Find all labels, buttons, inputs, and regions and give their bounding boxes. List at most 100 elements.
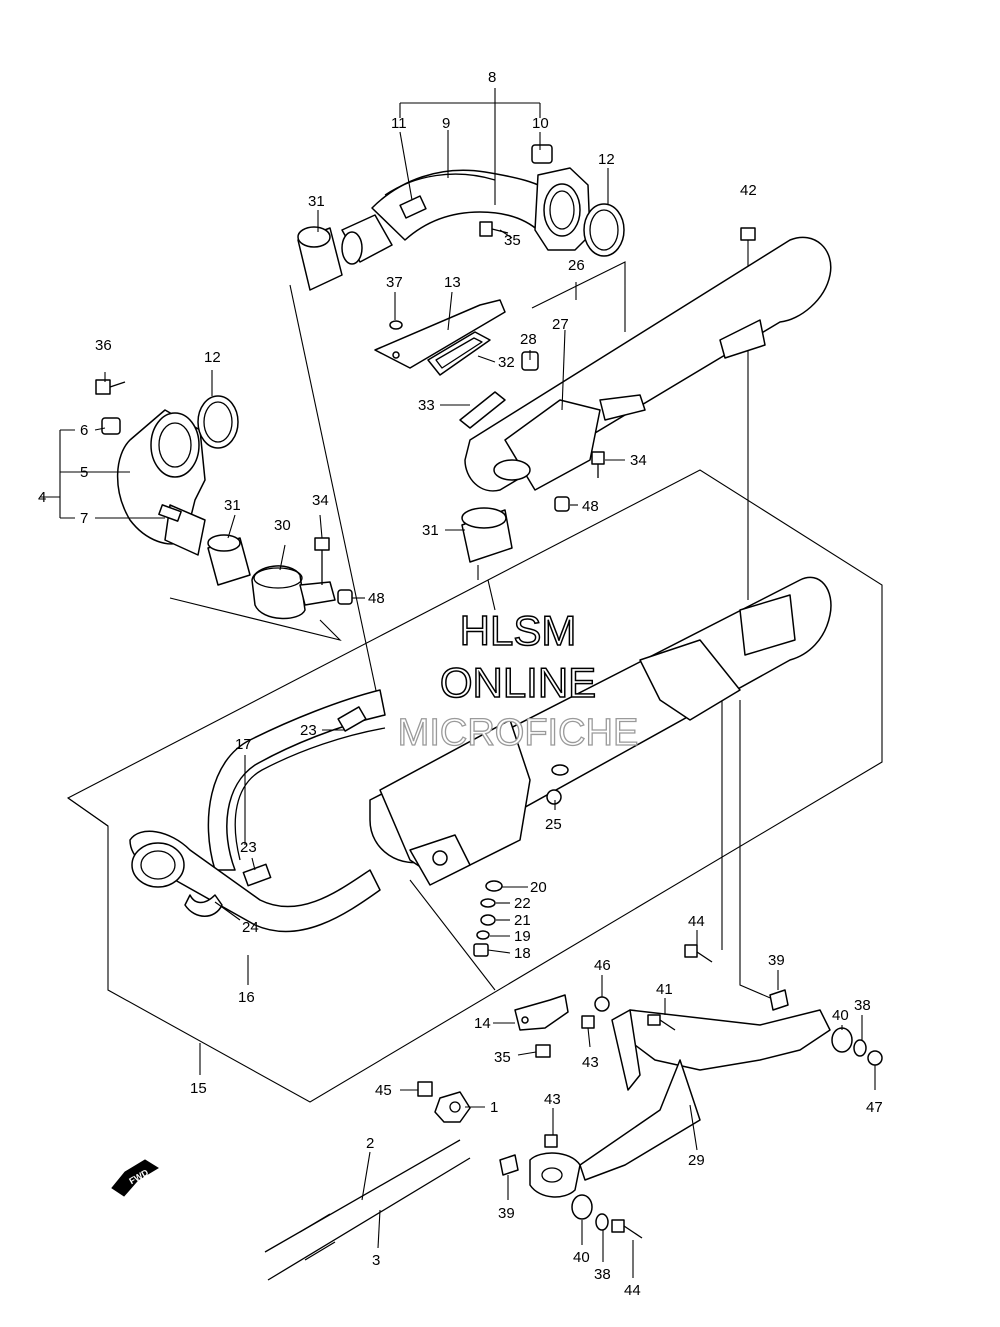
leader-31-left [227,514,236,539]
bolt-42-head [740,227,756,241]
callout-41: 41 [656,981,673,998]
watermark: HLSM ONLINE MICROFICHE [397,606,639,754]
callout-23-lower: 23 [240,839,257,856]
leader-2 [361,1151,371,1201]
cable-fittings [299,1213,336,1261]
callout-8: 8 [488,69,496,86]
muffler-main [369,576,832,881]
muffler-main-end [739,594,796,656]
cap-6 [101,417,121,435]
gasket-33 [459,391,506,429]
callout-44-lower: 44 [624,1282,641,1299]
callout-1: 1 [490,1099,498,1116]
leader-6 [94,427,106,431]
clamp-30-top [253,567,303,589]
cushion-40-lower [571,1194,593,1220]
callout-30: 30 [274,517,291,534]
bracket-14-body [514,994,569,1031]
bolt-35-upper-shank [491,228,509,234]
connector-31-left [207,534,251,586]
callout-34-right: 34 [630,452,647,469]
muffler-upper [464,236,832,492]
bolt-44-upper-shank [696,951,713,963]
exhaust-pipe-17-inner [234,727,386,861]
heat-shield-13 [374,299,506,369]
callout-9: 9 [442,115,450,132]
cushion-25 [546,789,562,805]
callout-11: 11 [391,115,407,132]
bracket-14 [514,994,569,1031]
bolt-35-lower-head [535,1044,551,1058]
bolt-41-head [647,1014,661,1026]
bolt-36-head [95,379,111,395]
callout-17: 17 [235,736,252,753]
callout-5: 5 [80,464,88,481]
callout-4: 4 [38,489,46,506]
callout-35-lower: 35 [494,1049,511,1066]
callout-10: 10 [532,115,549,132]
leader-29 [689,1104,698,1151]
callout-43-lower: 43 [544,1091,561,1108]
callout-24: 24 [242,919,259,936]
connector-31-muffler [461,507,513,563]
bolt-44-lower [611,1219,643,1239]
watermark-line-1: HLSM [460,607,577,654]
watermark-line-2: ONLINE [440,659,596,706]
clamp-24 [184,894,223,917]
leader-3 [377,1209,381,1249]
nut-47 [867,1050,883,1066]
exhaust-pipe-front-lower-flange [150,412,200,478]
bolt-18 [473,943,489,957]
cap-10 [531,144,553,164]
callout-6: 6 [80,422,88,439]
footrest-bracket-29 [529,1009,831,1198]
callout-46: 46 [594,957,611,974]
callout-26: 26 [568,257,585,274]
leader-39-vertical [739,700,776,1001]
gasket-32 [427,331,491,376]
bolt-41 [647,1014,676,1031]
bushing-39-lower [499,1154,519,1176]
callout-2: 2 [366,1135,374,1152]
footrest-bracket-29-plate [611,1009,641,1091]
callout-31-left: 31 [224,497,241,514]
nut-46 [594,996,610,1012]
screw-37 [389,320,403,330]
bolt-35-lower [535,1044,551,1058]
bolt-44-lower-shank [623,1225,643,1239]
screw-37-head [389,320,403,330]
exhaust-pipe-front-lower-opening [158,422,192,468]
callout-16: 16 [238,989,255,1006]
clamp-23-upper [337,706,367,732]
callout-48-left: 48 [368,590,385,607]
leader-13 [447,291,453,331]
callout-3: 3 [372,1252,380,1269]
collar-20 [485,880,503,892]
gasket-32-outer [427,331,491,376]
exhaust-pipe-front-upper-line [384,173,496,196]
clamp-23-lower [242,863,272,887]
washer-19 [476,930,490,940]
leader-43-upper [587,1027,591,1048]
muffler-main-sensor [551,764,569,776]
exhaust-pipe-front-flange-inner [549,190,575,230]
exhaust-pipe-front-upper [341,144,591,265]
callout-47: 47 [866,1099,883,1116]
leader-18 [487,949,511,954]
leader-24 [214,901,241,921]
gasket-33-outer [459,391,506,429]
callout-25: 25 [545,816,562,833]
leader-23-lower [251,857,256,871]
bracket-14-hole [521,1016,529,1024]
bolt-44-upper [684,944,713,963]
callout-35-upper: 35 [504,232,521,249]
muffler-main-bracket [639,639,741,721]
assembly-boundary-lines [40,88,883,1103]
callout-19: 19 [514,928,531,945]
callout-34-left: 34 [312,492,329,509]
leader-14-bracket [409,879,496,991]
callout-33: 33 [418,397,435,414]
front-pipe-group-line-left [289,284,379,701]
valve-actuator-1-body [434,1091,471,1123]
leader-31-muffler-2 [487,579,496,611]
